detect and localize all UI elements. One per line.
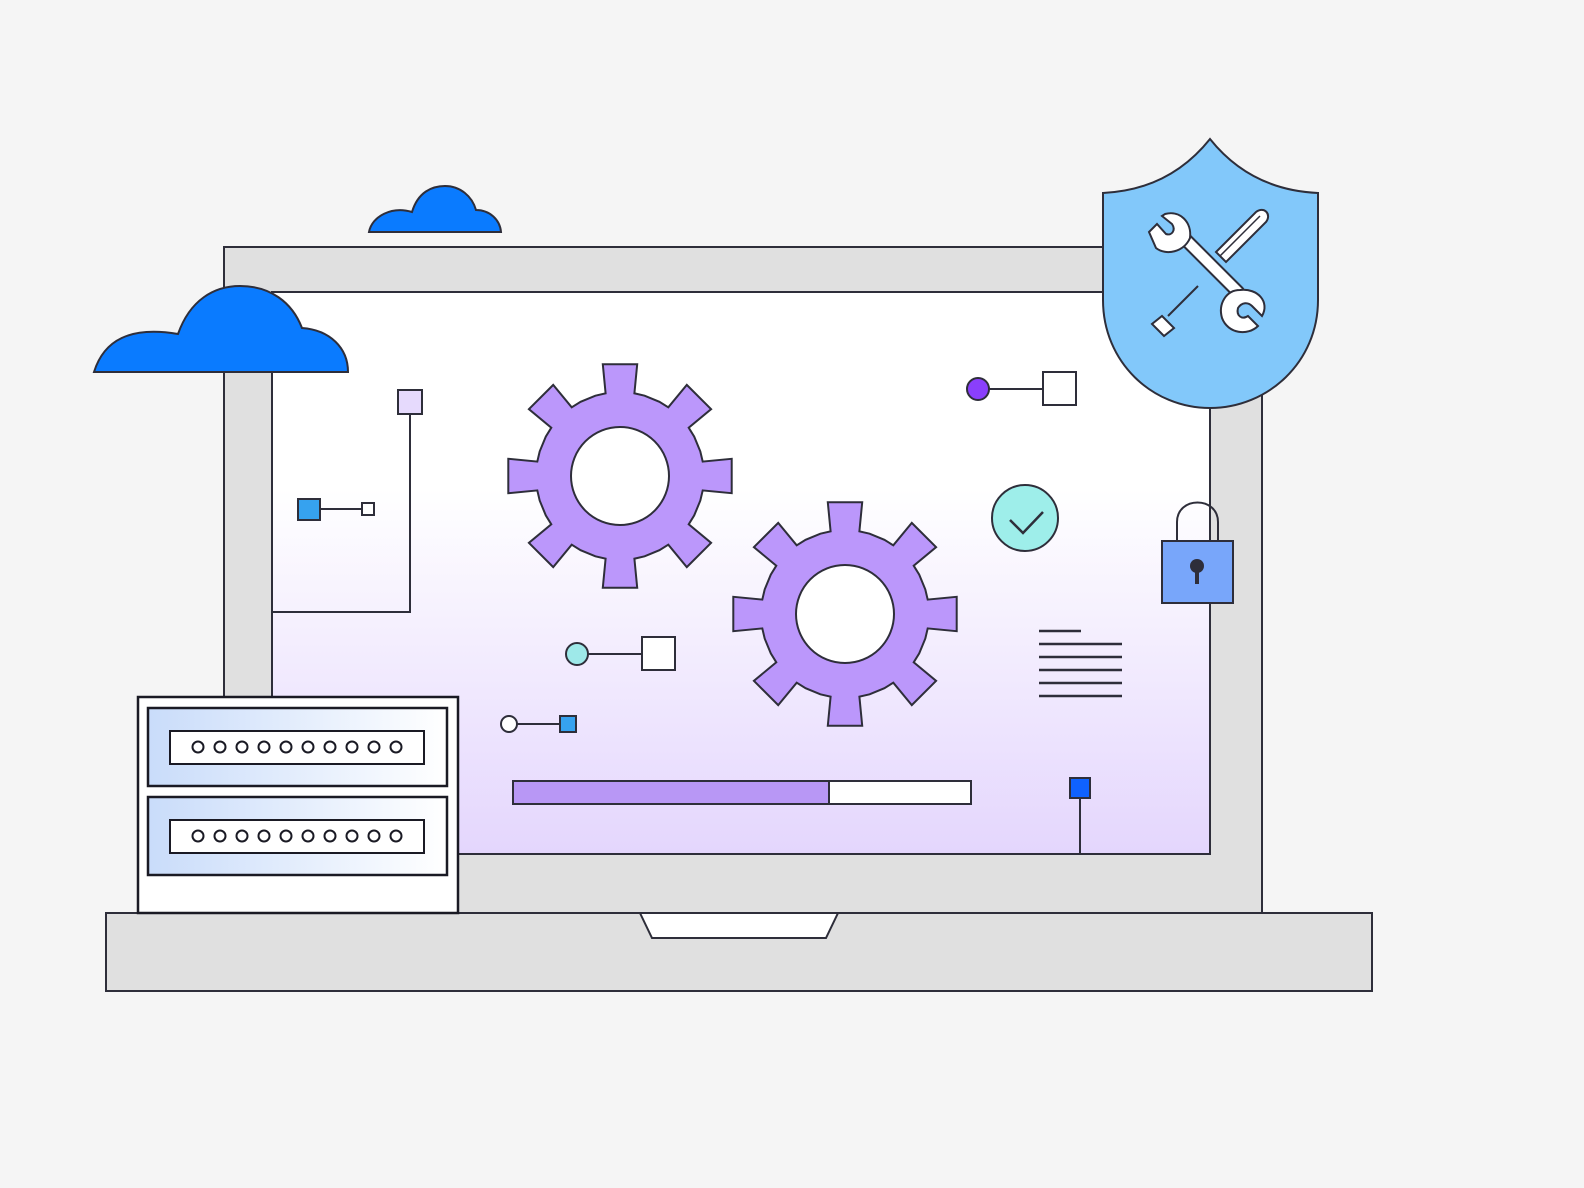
server-light bbox=[257, 740, 271, 754]
server-light bbox=[257, 829, 271, 843]
server-light bbox=[367, 829, 381, 843]
shield-icon bbox=[1102, 137, 1319, 410]
server-light bbox=[345, 740, 359, 754]
progress-fill bbox=[512, 780, 830, 805]
gear-large-icon bbox=[507, 363, 733, 589]
connector-cyan-node bbox=[565, 636, 676, 671]
progress-bar bbox=[512, 780, 972, 805]
cloud-small-icon bbox=[367, 184, 503, 233]
trackpad-notch bbox=[638, 912, 840, 939]
server-light bbox=[323, 740, 337, 754]
server-light bbox=[213, 740, 227, 754]
gear-hole bbox=[795, 564, 895, 664]
server-light bbox=[301, 829, 315, 843]
gear-small-icon bbox=[732, 501, 958, 727]
connector-blue-node bbox=[297, 498, 375, 521]
checkmark-icon bbox=[991, 484, 1059, 552]
server-light bbox=[235, 740, 249, 754]
server-light bbox=[191, 740, 205, 754]
server-light bbox=[191, 829, 205, 843]
server-light bbox=[389, 740, 403, 754]
circuit-line-left bbox=[272, 414, 411, 613]
laptop-base bbox=[105, 912, 1373, 992]
server-light bbox=[279, 829, 293, 843]
connector-small-node bbox=[500, 715, 577, 733]
server-rack-icon bbox=[136, 695, 460, 915]
server-light bbox=[389, 829, 403, 843]
server-panel bbox=[169, 730, 425, 765]
node-square-lavender bbox=[397, 389, 423, 415]
text-lines-icon bbox=[1039, 629, 1122, 698]
server-light bbox=[367, 740, 381, 754]
wrench-icon bbox=[1147, 212, 1266, 334]
server-light bbox=[345, 829, 359, 843]
connector-purple-node bbox=[966, 371, 1077, 406]
server-light bbox=[279, 740, 293, 754]
cloud-large-icon bbox=[92, 284, 350, 373]
padlock-icon bbox=[1161, 501, 1234, 604]
gear-hole bbox=[570, 426, 670, 526]
server-light bbox=[323, 829, 337, 843]
server-light bbox=[213, 829, 227, 843]
server-light bbox=[301, 740, 315, 754]
connector-darkblue-node bbox=[1069, 777, 1091, 854]
server-light bbox=[235, 829, 249, 843]
screwdriver-icon bbox=[1150, 208, 1270, 338]
server-panel bbox=[169, 819, 425, 854]
